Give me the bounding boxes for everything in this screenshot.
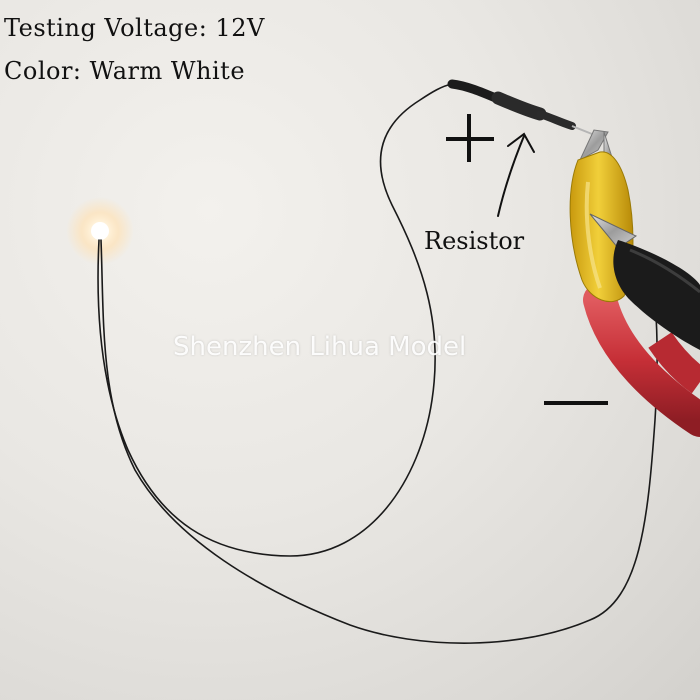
caption-testing-voltage: Testing Voltage: 12V — [4, 14, 265, 42]
watermark-text: Shenzhen Lihua Model — [173, 332, 467, 362]
resistor — [447, 79, 593, 135]
caption-color: Color: Warm White — [4, 57, 246, 85]
red-cable — [583, 283, 700, 437]
black-alligator-clip — [589, 213, 700, 350]
negative-wire — [100, 239, 658, 644]
led-wires — [97, 83, 658, 644]
arrow-icon — [497, 132, 535, 217]
led-light — [66, 197, 134, 265]
resistor-label: Resistor — [424, 227, 525, 255]
plus-sign-icon — [446, 114, 494, 162]
positive-wire — [97, 83, 453, 557]
